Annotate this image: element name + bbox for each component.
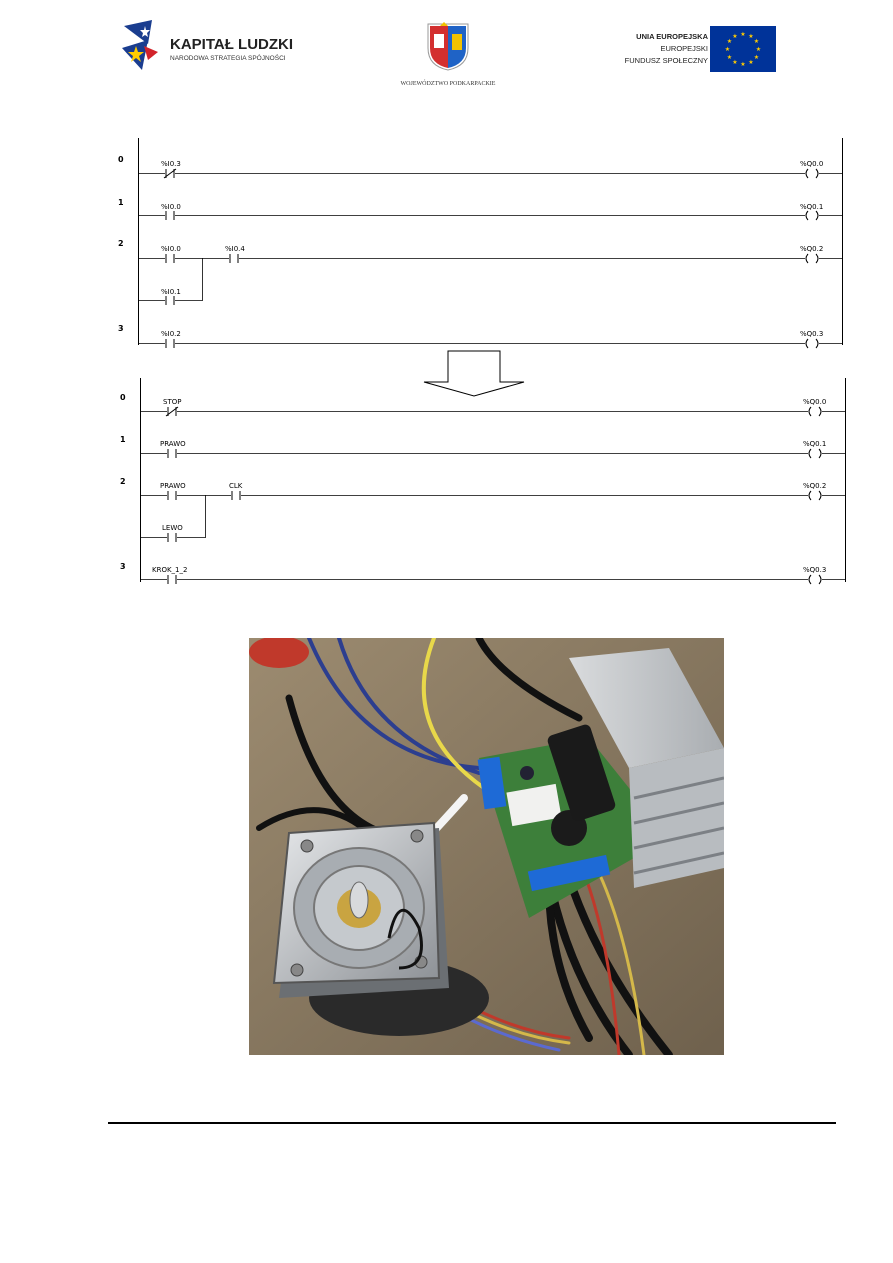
- ladder-diagram-symbols: 0 1 2 3 STOP PRAWO PRAWO CLK LEWO KROK_1…: [120, 378, 846, 585]
- rung-number: 0: [118, 155, 124, 164]
- coil-symbol: [805, 210, 819, 221]
- contact-label: %I0.1: [161, 288, 181, 296]
- contact-label: CLK: [229, 482, 243, 490]
- svg-text:★: ★: [725, 46, 730, 53]
- coil-label: %Q0.2: [800, 245, 823, 253]
- contact-gap-r2c: [165, 296, 175, 305]
- no-contact-symbol: [165, 254, 175, 263]
- svg-text:★: ★: [732, 33, 737, 40]
- contact-label: %I0.0: [161, 203, 181, 211]
- coil-symbol: [808, 448, 822, 459]
- svg-text:★: ★: [748, 33, 753, 40]
- svg-text:★: ★: [727, 54, 732, 61]
- no-contact-symbol: [165, 211, 175, 220]
- svg-text:★: ★: [754, 54, 759, 61]
- contact-gap-r2b: [229, 254, 239, 263]
- contact-label: %I0.3: [161, 160, 181, 168]
- contact-label: %I0.4: [225, 245, 245, 253]
- stepper-motor-photo: [249, 638, 724, 1055]
- contact-label: KROK_1_2: [152, 566, 187, 574]
- no-contact-symbol: [229, 254, 239, 263]
- coil-label: %Q0.3: [803, 566, 826, 574]
- rung-number: 1: [118, 198, 124, 207]
- coil-symbol: [808, 574, 822, 585]
- contact-gap-r3: [165, 339, 175, 348]
- svg-text:★: ★: [740, 61, 745, 68]
- rung-number: 2: [118, 239, 124, 248]
- coil-label: %Q0.1: [800, 203, 823, 211]
- coil-label: %Q0.2: [803, 482, 826, 490]
- contact-gap-r1: [165, 211, 175, 220]
- rung-number: 0: [120, 393, 126, 402]
- kapital-ludzki-logo: KAPITAŁ LUDZKI NARODOWA STRATEGIA SPÓJNO…: [118, 18, 318, 78]
- contact-label: PRAWO: [160, 440, 186, 448]
- contact-label: %I0.0: [161, 245, 181, 253]
- eu-logo: UNIA EUROPEJSKA EUROPEJSKI FUNDUSZ SPOŁE…: [600, 26, 780, 74]
- eu-text-line3: FUNDUSZ SPOŁECZNY: [624, 56, 708, 65]
- rung-number: 1: [120, 435, 126, 444]
- no-contact-symbol: [167, 491, 177, 500]
- coil-symbol: [805, 168, 819, 179]
- eu-flag-icon: ★★★★ ★★★★ ★★★★: [710, 26, 776, 72]
- eu-text-line2: EUROPEJSKI: [660, 44, 708, 53]
- footer-divider: [108, 1122, 836, 1124]
- svg-text:★: ★: [732, 59, 737, 66]
- coil-symbol: [808, 490, 822, 501]
- coil-label: %Q0.1: [803, 440, 826, 448]
- kapital-ludzki-subtitle: NARODOWA STRATEGIA SPÓJNOŚCI: [170, 55, 286, 62]
- no-contact-symbol: [165, 339, 175, 348]
- no-contact-symbol: [231, 491, 241, 500]
- kapital-ludzki-title: KAPITAŁ LUDZKI: [170, 36, 294, 53]
- rung-number: 3: [120, 562, 126, 571]
- svg-text:★: ★: [748, 59, 753, 66]
- contact-label: LEWO: [162, 524, 183, 532]
- region-coat-of-arms: [427, 22, 469, 71]
- no-contact-symbol: [167, 449, 177, 458]
- coil-symbol: [805, 338, 819, 349]
- contact-gap-r2a: [165, 254, 175, 263]
- kapital-ludzki-emblem: [122, 20, 158, 70]
- coil-label: %Q0.0: [803, 398, 826, 406]
- coil-label: %Q0.0: [800, 160, 823, 168]
- svg-text:★: ★: [727, 38, 732, 45]
- contact-label: PRAWO: [160, 482, 186, 490]
- coil-symbol: [805, 253, 819, 264]
- no-contact-symbol: [167, 533, 177, 542]
- eu-text-line1: UNIA EUROPEJSKA: [636, 32, 708, 41]
- svg-text:★: ★: [740, 31, 745, 38]
- rung-number: 3: [118, 324, 124, 333]
- contact-label: STOP: [163, 398, 181, 406]
- nc-contact-symbol: [165, 406, 179, 417]
- region-caption: WOJEWÓDZTWO PODKARPACKIE: [400, 81, 496, 87]
- region-logo: WOJEWÓDZTWO PODKARPACKIE: [380, 22, 516, 92]
- svg-text:★: ★: [754, 38, 759, 45]
- rung-number: 2: [120, 477, 126, 486]
- contact-label: %I0.2: [161, 330, 181, 338]
- no-contact-symbol: [167, 575, 177, 584]
- coil-label: %Q0.3: [800, 330, 823, 338]
- svg-text:★: ★: [756, 46, 761, 53]
- coil-symbol: [808, 406, 822, 417]
- nc-contact-symbol: [163, 168, 177, 179]
- ladder-diagram-addresses: 0 1 2 3 %I0.3 %I0.0 %I0.0 %I0.4 %I0.1 %I…: [118, 138, 843, 349]
- down-arrow-icon: [423, 350, 525, 397]
- no-contact-symbol: [165, 296, 175, 305]
